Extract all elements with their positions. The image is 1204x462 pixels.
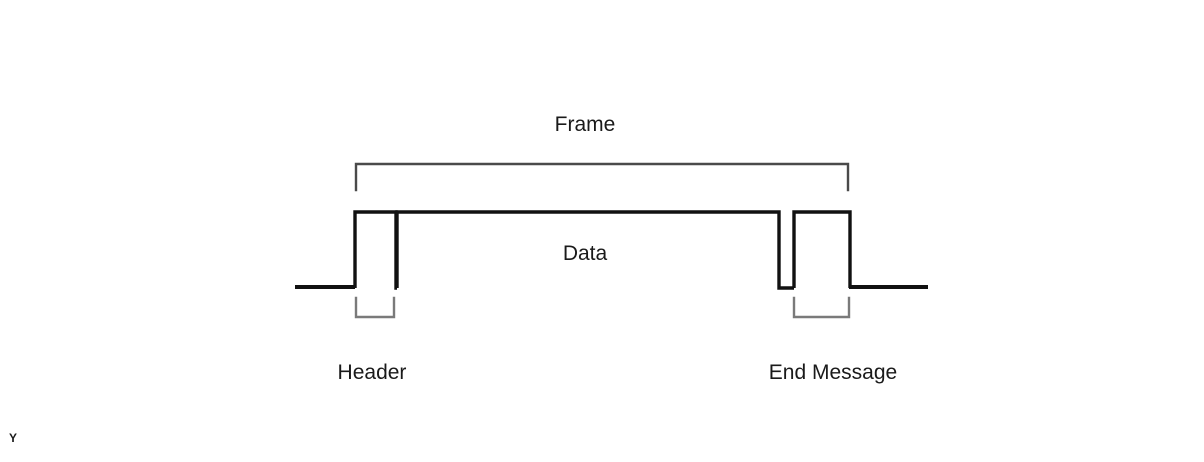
frame-bracket-group xyxy=(354,162,850,192)
header-label: Header xyxy=(338,361,407,384)
frame-label: Frame xyxy=(555,113,616,136)
signal-end-message-pulse xyxy=(792,210,852,288)
end-message-label: End Message xyxy=(769,361,897,384)
signal-data-block xyxy=(395,210,794,290)
frame-bracket xyxy=(354,162,850,192)
end-message-bracket xyxy=(792,296,851,319)
data-label: Data xyxy=(563,242,608,265)
header-bracket xyxy=(354,296,396,319)
signal-waveform-group xyxy=(295,210,928,290)
signal-header-pulse xyxy=(353,210,398,290)
corner-mark-label: Y xyxy=(9,431,17,445)
end-message-bracket-group xyxy=(792,296,851,319)
header-bracket-group xyxy=(354,296,396,319)
